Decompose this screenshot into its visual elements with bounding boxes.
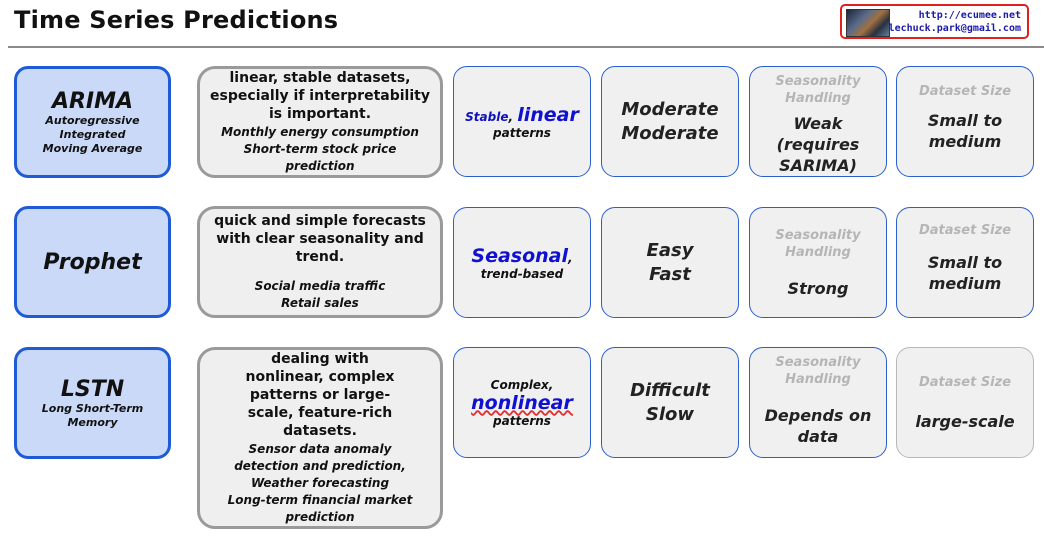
model-name: ARIMA (51, 88, 134, 114)
pattern-cell-arima: Stable, linear patterns (453, 66, 591, 177)
difficulty-cell-lstn: Difficult Slow (601, 347, 739, 458)
use-case-text: dealing with nonlinear, complex patterns… (245, 351, 395, 439)
example-item: Retail sales (281, 296, 359, 310)
dataset-value: large-scale (915, 412, 1015, 431)
dataset-value: Small to medium (927, 252, 1003, 293)
pattern-primary: Complex, (490, 377, 554, 392)
dataset-cell-arima: Dataset Size Small to medium (896, 66, 1034, 177)
difficulty-level: Easy (646, 239, 694, 261)
seasonality-label: Seasonality Handling (775, 228, 861, 260)
difficulty-level: Moderate (621, 98, 719, 120)
use-case-text: linear, stable datasets, especially if i… (210, 70, 430, 122)
use-case-card-lstn: dealing with nonlinear, complex patterns… (197, 347, 443, 529)
model-subtitle: Long Short-Term (41, 401, 144, 415)
model-card-prophet: Prophet (14, 206, 171, 318)
pattern-keyword: Seasonal (471, 244, 569, 267)
dataset-cell-lstn: Dataset Size large-scale (896, 347, 1034, 458)
contact-email[interactable]: lechuck.park@gmail.com (888, 23, 1021, 34)
dataset-label: Dataset Size (918, 375, 1012, 390)
speed-level: Moderate (621, 122, 719, 144)
model-card-arima: ARIMA Autoregressive Integrated Moving A… (14, 66, 171, 178)
model-subtitle: Moving Average (42, 141, 143, 155)
pattern-cell-prophet: Seasonal, trend-based (453, 207, 591, 318)
example-item: Long-term financial market prediction (227, 493, 413, 524)
speed-level: Fast (649, 263, 691, 285)
use-case-card-prophet: quick and simple forecasts with clear se… (197, 206, 443, 318)
seasonality-label: Seasonality Handling (775, 74, 861, 106)
pattern-keyword: linear (517, 103, 579, 126)
title-divider (8, 46, 1044, 48)
pattern-primary: Stable (465, 109, 509, 124)
seasonality-label: Seasonality Handling (775, 355, 861, 387)
example-item: Social media traffic (254, 279, 386, 293)
contact-card: http://ecumee.net lechuck.park@gmail.com (840, 4, 1029, 39)
seasonality-cell-lstn: Seasonality Handling Depends on data (749, 347, 887, 458)
seasonality-cell-prophet: Seasonality Handling Strong (749, 207, 887, 318)
speed-level: Slow (645, 403, 695, 425)
model-subtitle: Autoregressive (45, 113, 140, 127)
example-item: Monthly energy consumption (221, 125, 419, 139)
pattern-suffix: patterns (493, 413, 551, 428)
model-subtitle: Integrated (59, 127, 126, 141)
difficulty-level: Difficult (630, 379, 710, 401)
example-item: Short-term stock price prediction (243, 142, 397, 173)
seasonality-value: Depends on data (764, 405, 872, 446)
difficulty-cell-arima: Moderate Moderate (601, 66, 739, 177)
pattern-suffix: patterns (493, 125, 551, 140)
dataset-cell-prophet: Dataset Size Small to medium (896, 207, 1034, 318)
example-item: Sensor data anomaly detection and predic… (234, 442, 406, 490)
seasonality-cell-arima: Seasonality Handling Weak (requires SARI… (749, 66, 887, 177)
difficulty-cell-prophet: Easy Fast (601, 207, 739, 318)
page-title: Time Series Predictions (14, 6, 339, 34)
contact-url[interactable]: http://ecumee.net (918, 10, 1021, 21)
dataset-label: Dataset Size (918, 223, 1012, 238)
pattern-keyword: nonlinear (471, 391, 573, 414)
model-name: LSTN (60, 376, 125, 402)
model-subtitle: Memory (67, 415, 118, 429)
use-case-text: quick and simple forecasts with clear se… (214, 213, 426, 265)
seasonality-value: Strong (787, 279, 849, 298)
pattern-cell-lstn: Complex, nonlinear patterns (453, 347, 591, 458)
dataset-value: Small to medium (927, 110, 1003, 151)
model-name: Prophet (43, 249, 142, 275)
use-case-card-arima: linear, stable datasets, especially if i… (197, 66, 443, 178)
pattern-suffix: trend-based (480, 266, 564, 281)
dataset-label: Dataset Size (918, 84, 1012, 99)
avatar (846, 9, 890, 37)
model-card-lstn: LSTN Long Short-Term Memory (14, 347, 171, 459)
seasonality-value: Weak (requires SARIMA) (776, 114, 860, 175)
